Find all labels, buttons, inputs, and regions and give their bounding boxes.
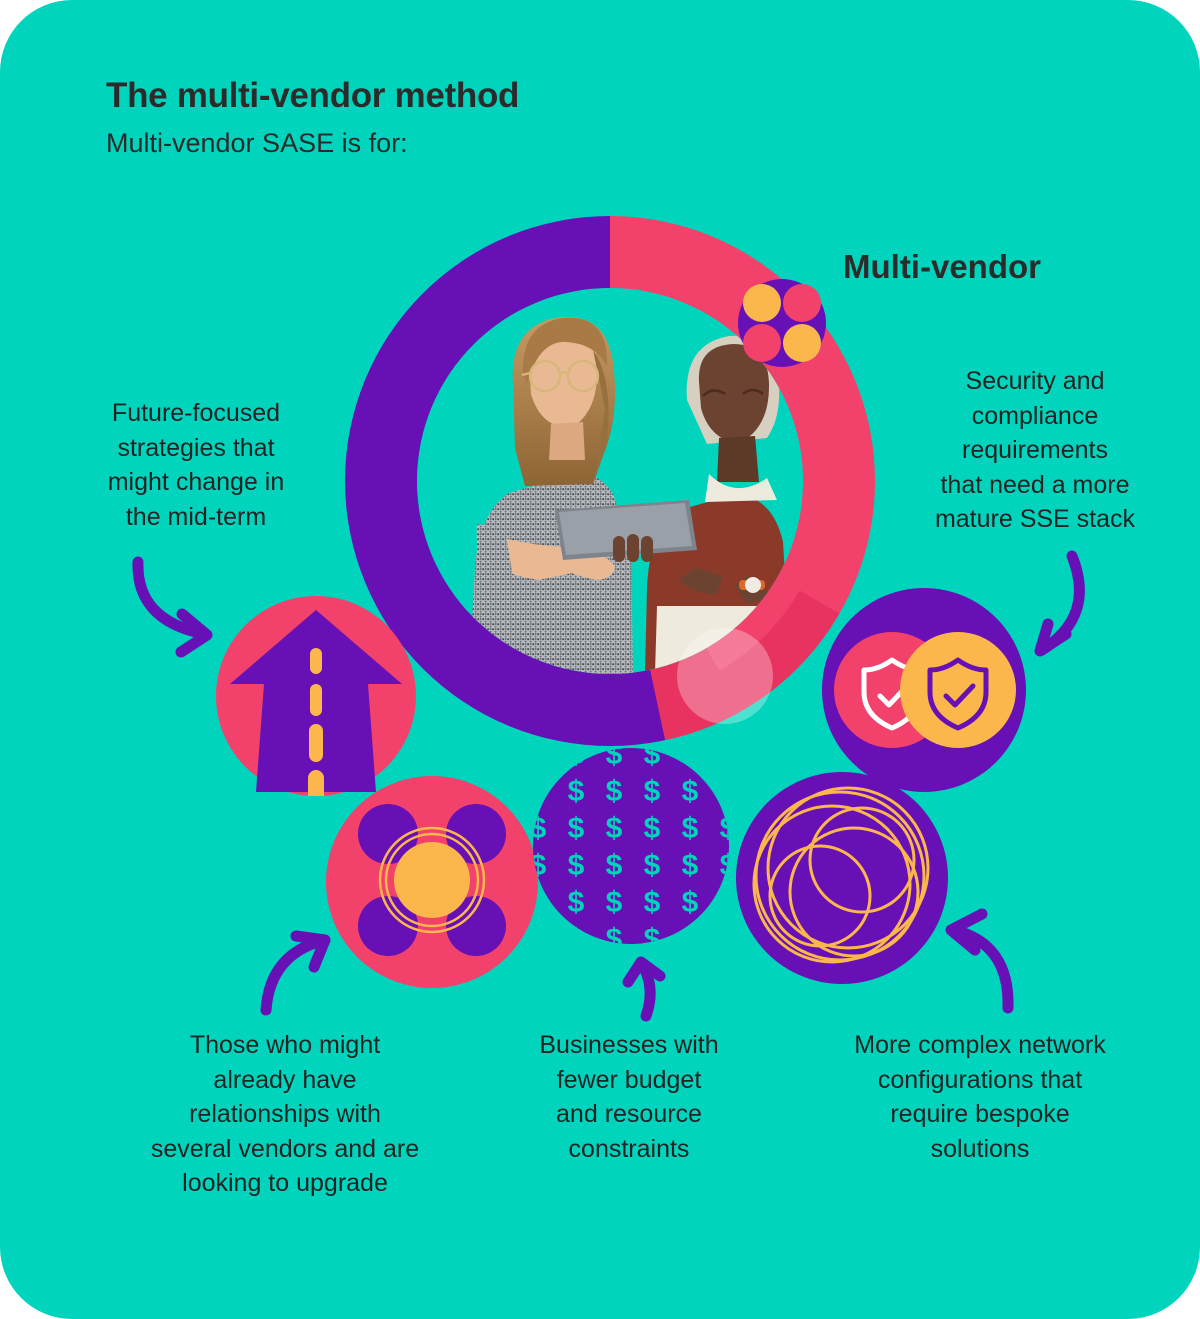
dollar-glyph: $ [567, 811, 585, 845]
dollar-glyph: $ [719, 848, 729, 882]
dollar-glyph: $ [567, 848, 585, 882]
double-shield-icon [822, 588, 1026, 792]
four-dots-icon [738, 279, 826, 367]
callout-existing-relationships: Those who might already have relationshi… [150, 1031, 420, 1197]
overlapping-rings-icon [736, 772, 948, 984]
dollar-glyph: $ [681, 748, 699, 771]
ring-accent-circle [677, 628, 773, 724]
dollar-glyph: $ [643, 848, 661, 882]
dollar-glyph: $ [605, 774, 623, 808]
dollar-glyph: $ [605, 885, 623, 919]
dollar-glyph: $ [643, 774, 661, 808]
callout-complex-networks: More complex network configurations that… [854, 1031, 1106, 1163]
dot-bottom-right [783, 324, 821, 362]
dollar-glyph: $ [567, 922, 585, 945]
dot-top-left [743, 284, 781, 322]
dollar-glyph: $ [533, 922, 547, 945]
dollar-glyph: $ [567, 774, 585, 808]
shield-circle-orange [900, 632, 1016, 748]
page-subtitle: Multi-vendor SASE is for: [106, 128, 408, 158]
dollar-glyph: $ [533, 811, 547, 845]
dollar-glyph: $ [605, 748, 623, 771]
dollar-glyph: $ [681, 848, 699, 882]
dollar-glyph: $ [719, 774, 729, 808]
callout-budget-constraints: Businesses with fewer budget and resourc… [539, 1031, 719, 1163]
dollar-glyph: $ [719, 748, 729, 771]
dollar-glyph: $ [643, 811, 661, 845]
dot-bottom-left [743, 324, 781, 362]
dollar-glyph: $ [681, 885, 699, 919]
ring-photo-hole [417, 288, 803, 674]
dollar-glyph: $ [681, 922, 699, 945]
dollar-glyph: $ [719, 811, 729, 845]
dollar-glyph: $ [719, 885, 729, 919]
dollar-glyph: $ [643, 885, 661, 919]
dollar-glyph: $ [605, 811, 623, 845]
dollar-glyph: $ [681, 774, 699, 808]
dollar-glyph: $ [533, 748, 547, 771]
dollar-glyph: $ [533, 885, 547, 919]
dollar-glyph: $ [681, 811, 699, 845]
dollar-glyph: $ [643, 922, 661, 945]
network-hub-icon [326, 776, 538, 988]
dollar-glyph: $ [567, 748, 585, 771]
road-arrow-icon [216, 596, 416, 804]
dollar-grid: $ $ $ $ $ $ $ $ $ $ $ $ $ $ $ $ $ $ $ $ … [533, 748, 729, 944]
dollar-glyph: $ [533, 774, 547, 808]
dot-top-right [783, 284, 821, 322]
dollar-glyph: $ [643, 748, 661, 771]
dollar-pattern-icon: $ $ $ $ $ $ $ $ $ $ $ $ $ $ $ $ $ $ $ $ … [533, 748, 729, 944]
dollar-glyph: $ [533, 848, 547, 882]
dollar-glyph: $ [567, 885, 585, 919]
callout-security-compliance: Security and compliance requirements tha… [934, 367, 1136, 533]
dollar-glyph: $ [605, 848, 623, 882]
dollar-glyph: $ [605, 922, 623, 945]
team-photo [417, 288, 803, 674]
page-title: The multi-vendor method [106, 76, 520, 115]
dollar-glyph: $ [719, 922, 729, 945]
callout-future-focused: Future-focused strategies that might cha… [107, 399, 285, 531]
multi-vendor-label: Multi-vendor [843, 248, 1041, 285]
